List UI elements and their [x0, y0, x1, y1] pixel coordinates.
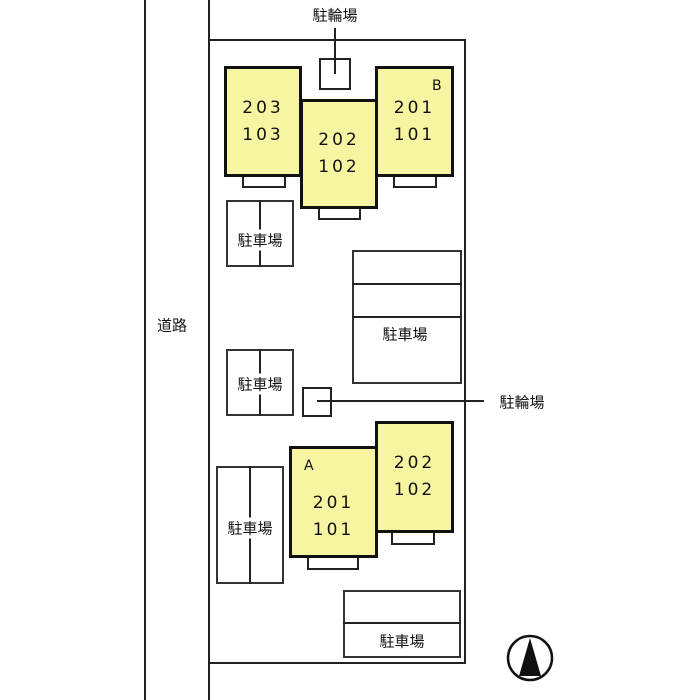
north-arrow-icon — [506, 634, 554, 682]
unit-lower: 102 — [393, 480, 436, 500]
parking-label-1: 駐車場 — [236, 229, 284, 251]
building-b-unit-202-102: 202 102 — [300, 99, 378, 209]
site-lot — [208, 39, 466, 664]
road-edge-line — [144, 0, 146, 700]
building-b-unit-203-103: 203 103 — [224, 66, 302, 177]
parking-label-2: 駐車場 — [381, 323, 429, 345]
building-a-unit-201-101: 201 101 — [289, 446, 378, 558]
building-a-unit-202-102: 202 102 — [375, 421, 454, 533]
unit-upper: 202 — [318, 130, 360, 150]
bike-parking-middle — [302, 387, 332, 417]
building-a-tag: A — [304, 458, 314, 474]
parking-label-4: 駐車場 — [226, 517, 274, 539]
unit-upper: 201 — [393, 97, 436, 118]
building-b-unit-201-101: 201 101 — [375, 66, 454, 177]
unit-lower: 102 — [318, 157, 360, 177]
unit-lower: 101 — [393, 124, 436, 145]
bike-parking-label-top: 駐輪場 — [311, 4, 359, 26]
lot-left-line — [208, 0, 210, 700]
parking-divider — [352, 283, 462, 285]
parking-label-3: 駐車場 — [236, 373, 284, 395]
unit-lower: 103 — [242, 124, 284, 145]
road-label: 道路 — [155, 314, 189, 336]
unit-lower: 101 — [312, 520, 355, 540]
unit-upper: 203 — [242, 97, 284, 118]
parking-label-5: 駐車場 — [378, 630, 426, 652]
bike-parking-top — [319, 58, 351, 90]
bike-parking-leader-middle — [317, 400, 484, 402]
building-b-tag: B — [432, 78, 442, 94]
unit-upper: 202 — [393, 453, 436, 473]
unit-upper: 201 — [312, 493, 355, 513]
bike-parking-label-middle: 駐輪場 — [498, 391, 546, 413]
parking-divider — [352, 316, 462, 318]
bike-parking-leader-top — [334, 28, 336, 74]
parking-divider — [343, 622, 461, 624]
